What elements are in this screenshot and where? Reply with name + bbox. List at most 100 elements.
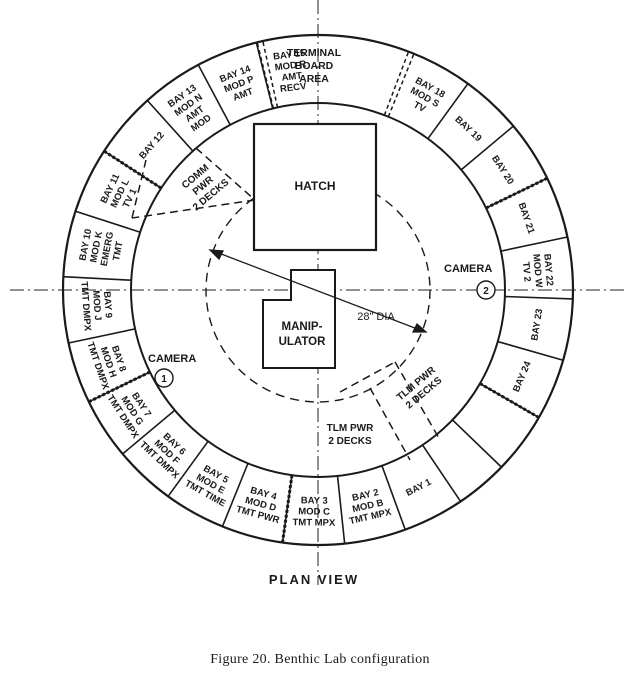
bay-divider: [75, 210, 141, 233]
svg-text:BOARD: BOARD: [295, 60, 334, 72]
bay-divider: [460, 125, 514, 171]
bay-label-line: MOD W: [530, 253, 544, 288]
bay-divider: [451, 419, 502, 468]
bay-divider: [497, 340, 564, 362]
tlm-pwr-left-label: TLM PWR 2 DECKS: [327, 423, 374, 447]
bay-divider: [421, 444, 462, 502]
comm-partition-a: [195, 147, 256, 201]
bay-label-line: MOD J: [90, 290, 103, 321]
bay-divider: [500, 236, 568, 252]
bay-label-line: TMT MPX: [292, 517, 336, 529]
bay-label: BAY 23: [529, 308, 545, 342]
bay-label-line: BAY 1: [404, 476, 434, 498]
bay-label-line: TMT: [111, 240, 126, 261]
camera-2-number: 2: [483, 286, 489, 297]
bay-label-line: TMT DMPX: [78, 281, 92, 332]
terminal-board-boundary: [262, 40, 279, 108]
bay-label: BAY 19: [452, 114, 483, 144]
tlm-pwr-right-label: TLM PWR 2 DECKS: [395, 364, 445, 411]
bay-label: BAY 21: [516, 201, 537, 236]
comm-partition-c: [131, 159, 147, 219]
terminal-board-boundary: [383, 51, 410, 116]
bay-divider: [122, 409, 176, 455]
camera-2-marker: [476, 280, 496, 300]
inner-wall: [130, 102, 506, 478]
bay-divider: [427, 83, 469, 140]
bay-label-line: AMT: [281, 70, 303, 83]
comm-pwr-label: COMM PWR 2 DECKS: [180, 162, 231, 213]
camera-2-label: CAMERA: [444, 263, 492, 275]
bay-label-line: BAY 22: [541, 253, 555, 286]
bay-label: BAY 24: [511, 359, 534, 394]
bay-divider: [146, 99, 194, 152]
bay-label-line: MOD R: [274, 59, 307, 74]
bay-label-line: BAY 12: [137, 130, 166, 162]
terminal-board-boundary: [387, 53, 415, 118]
tlm-partition-c: [369, 387, 411, 461]
camera-1-number: 1: [161, 374, 167, 385]
camera-1-marker: [154, 368, 174, 388]
bay-label: BAY 1: [404, 476, 434, 498]
bay-label: BAY 20: [489, 154, 516, 187]
bay-label-line: BAY 9: [101, 291, 114, 319]
bay-label-line: TV 2: [520, 261, 533, 282]
bay-label-line: MOD C: [298, 506, 330, 518]
bay-divider: [336, 475, 346, 544]
figure-caption: Figure 20. Benthic Lab configuration: [210, 652, 430, 667]
bay-divider: [197, 64, 231, 126]
terminal-board-boundaries: [256, 40, 415, 118]
svg-text:TERMINAL: TERMINAL: [287, 47, 342, 59]
thick-wall-mark: [103, 149, 162, 190]
bay-divider: [255, 42, 274, 109]
bay-label-line: BAY 21: [516, 201, 537, 236]
bay-label-line: BAY 15: [273, 48, 307, 63]
wall-penetration-marks: [88, 149, 548, 543]
svg-text:TLM PWR: TLM PWR: [327, 423, 374, 434]
bay-divider: [504, 295, 573, 300]
dia-label: 28" DIA: [357, 311, 395, 323]
bay-label-line: BAY 3: [301, 495, 328, 506]
bay-divider: [63, 275, 132, 282]
deck-partitions: [131, 147, 441, 461]
diameter-arrow: [208, 249, 428, 333]
bay-label-line: BAY 20: [489, 154, 516, 187]
bay-label-line: BAY 24: [511, 359, 534, 394]
bay-divider: [221, 463, 249, 527]
tlm-partition-b: [394, 361, 441, 441]
manipulator-line-2: ULATOR: [279, 336, 327, 348]
thick-wall-mark: [485, 176, 548, 210]
hatch-outline: [252, 122, 378, 252]
thick-wall-mark: [479, 382, 540, 419]
outer-wall: [61, 33, 575, 547]
svg-text:2 DECKS: 2 DECKS: [328, 436, 372, 447]
tlm-partition-a: [339, 361, 396, 393]
manipulator-outline: [262, 269, 336, 369]
bay-label-line: TV: [411, 99, 428, 115]
thick-wall-mark: [281, 474, 294, 543]
terminal-board-boundary: [256, 42, 275, 109]
plan-view-label: PLAN VIEW: [269, 572, 359, 587]
thick-wall-mark: [88, 370, 151, 404]
terminal-board-label: TERMINAL BOARD AREA: [287, 47, 342, 85]
bay-label-line: BAY 23: [529, 308, 545, 342]
bay-divider: [68, 328, 136, 344]
svg-text:AREA: AREA: [299, 73, 329, 85]
bay-label-line: RECV: [279, 81, 307, 95]
bay-label: BAY 12: [137, 130, 166, 162]
camera-1-label: CAMERA: [148, 353, 196, 365]
manipulator-line-1: MANIP-: [282, 321, 323, 333]
comm-partition-b: [131, 199, 256, 219]
